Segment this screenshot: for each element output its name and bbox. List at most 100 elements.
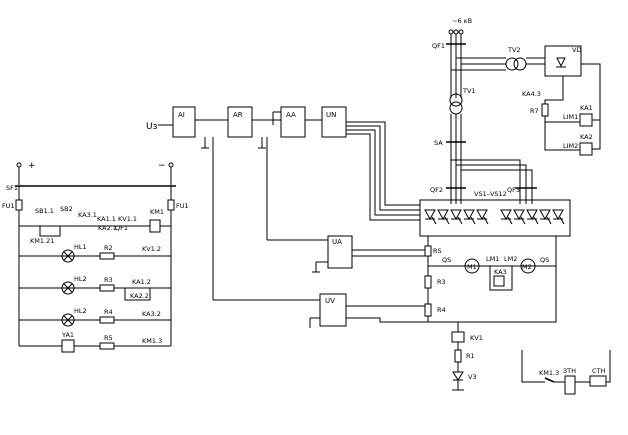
km121-label: KM1.21	[30, 237, 54, 245]
qs-left-label: QS	[442, 256, 451, 264]
thyristor-group	[424, 209, 565, 225]
r1-label: R1	[466, 352, 475, 360]
fu1-left-label: FU1	[2, 202, 15, 210]
fuse-right	[167, 199, 175, 211]
v3-label: V3	[468, 373, 477, 381]
rectifier-vd	[544, 45, 582, 77]
coil-km1	[149, 219, 161, 233]
kv1-label: KV1	[470, 334, 483, 342]
thyristor-frame	[419, 199, 571, 237]
minus-label: −	[158, 161, 166, 171]
m2-label: M2	[522, 263, 532, 271]
thyristor-5	[476, 209, 488, 221]
ka3-label: KA3	[494, 268, 507, 276]
ka1-label: KA1	[580, 104, 593, 112]
ka11-label: KA1.1	[97, 215, 116, 223]
r3c-label: R3	[104, 276, 113, 284]
supply-label: ~6 кВ	[452, 17, 472, 25]
thyristor-gate-3	[457, 216, 463, 225]
qf3-label: QF3	[507, 186, 520, 194]
relay-ka3	[493, 275, 505, 287]
block-aa-label: AA	[286, 111, 296, 119]
lamp-hl2	[61, 281, 75, 295]
thyristor-gate-4	[470, 216, 476, 225]
thyristor-gate-2	[444, 216, 450, 225]
r4c-label: R4	[104, 308, 113, 316]
coil-sth	[564, 375, 576, 395]
block-ar	[227, 106, 253, 138]
coil-cth	[589, 375, 607, 387]
thyristor-gate-7	[520, 216, 526, 225]
rs-label: RS	[433, 247, 442, 255]
ya1-label: YA1	[61, 331, 74, 339]
qf1c-label: QF1	[115, 224, 128, 232]
thyristor-gate-10	[559, 216, 565, 225]
ka2-label: KA2	[580, 133, 593, 141]
tv2-label: TV2	[507, 46, 521, 54]
sb1-label: SB1.1	[35, 207, 54, 215]
thyristor-4	[463, 209, 475, 221]
shunt-rs	[424, 245, 432, 257]
fuse-left	[15, 199, 23, 211]
lm1-label: LM1	[486, 255, 499, 263]
block-ai	[172, 106, 196, 138]
thyristors-label: VS1–VS12	[474, 190, 507, 198]
thyristor-gate-6	[507, 216, 513, 225]
sensor-blocks: UA UV	[309, 235, 557, 328]
thyristor-gate-8	[533, 216, 539, 225]
kv1-branch: KV1 R1 V3	[451, 322, 483, 391]
hl1-label: HL1	[74, 243, 87, 251]
coil-ka2	[579, 142, 593, 156]
regulator-chain: Uз AI AR AA UN	[146, 106, 420, 301]
sb2-label: SB2	[60, 205, 73, 213]
input-voltage-label: Uз	[146, 122, 158, 132]
sa-label: SA	[434, 139, 443, 147]
sf1-label: SF1	[6, 184, 18, 192]
resistor-r2	[99, 252, 115, 260]
thyristor-6	[500, 209, 512, 221]
lm2-label: LM2	[504, 255, 517, 263]
block-uv	[319, 293, 347, 327]
ka32-label: KA3.2	[142, 310, 161, 318]
motor-circuit: RS QS M1 LM1 LM2 M2 QS KA3 R3 R4	[424, 245, 556, 322]
kv11-label: KV1.1	[118, 215, 137, 223]
qs-right-label: QS	[540, 256, 549, 264]
km13b-label: KM1.3	[539, 369, 559, 377]
tv1-label: TV1	[462, 87, 476, 95]
r7-label: R7	[530, 107, 539, 115]
km13-label: KM1.3	[142, 337, 162, 345]
ka12-label: KA1.2	[132, 278, 151, 286]
relay-kv1	[451, 331, 465, 343]
r4-label: R4	[437, 306, 446, 314]
control-panel: + − SF1 FU1 FU1 SB1.1 SB2 KA3.1 KA1.1 KV…	[2, 161, 189, 353]
ka43-label: KA4.3	[522, 90, 541, 98]
lamp-hl1	[61, 249, 75, 263]
diode-v3	[452, 371, 464, 381]
coil-ya1	[61, 339, 75, 353]
ka21-label: KA2.1	[98, 224, 117, 232]
ka22-label: KA2.2	[130, 292, 149, 300]
coil-ka1	[579, 113, 593, 127]
thyristor-7	[513, 209, 525, 221]
lamp-hl2b	[61, 313, 75, 327]
vd-label: VD	[572, 46, 581, 54]
resistor-r3	[424, 275, 432, 289]
thyristor-9	[539, 209, 551, 221]
block-aa	[280, 106, 306, 138]
r5-label: R5	[104, 334, 113, 342]
km-branch: KM1.3 ЗТН СТН	[521, 350, 611, 395]
thyristor-2	[437, 209, 449, 221]
resistor-r1	[454, 349, 462, 363]
lim2-label: LIM2	[563, 142, 578, 150]
resistor-r4c	[99, 316, 115, 324]
fu1-right-label: FU1	[176, 202, 189, 210]
thyristor-gate-1	[431, 216, 437, 225]
block-ua	[327, 235, 353, 269]
block-un-label: UN	[326, 111, 336, 119]
resistor-r7	[541, 103, 549, 117]
motor-m2	[520, 258, 536, 274]
resistor-r5	[99, 342, 115, 350]
r3-label: R3	[437, 278, 446, 286]
thyristor-3	[450, 209, 462, 221]
